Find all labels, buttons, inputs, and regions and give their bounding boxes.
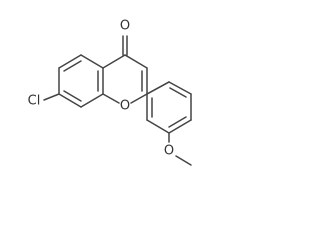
chlorine-label: Cl — [28, 94, 41, 109]
bond-c3p-c4p — [168, 119, 192, 134]
bond-c7-c8-double — [63, 90, 82, 102]
carbonyl-oxygen-label: O — [120, 19, 130, 34]
bond-o1-c8a — [102, 93, 120, 104]
bond-c1p-c2p — [168, 81, 192, 95]
bond-c2-o1 — [130, 93, 148, 104]
methoxyphenyl-ring — [146, 81, 192, 134]
bond-c1p-c2p-double — [169, 87, 187, 98]
bond-c3p-c4p-double — [168, 116, 187, 128]
bond-c4-c3 — [124, 54, 148, 69]
ring-oxygen-label: O — [120, 99, 130, 114]
bond-c6-c5 — [58, 54, 82, 69]
bond-c4a-c4 — [102, 54, 126, 69]
bond-c5-c6-double — [63, 60, 82, 72]
bond-c8a-c8 — [80, 93, 104, 108]
structure-diagram: Cl O O — [28, 19, 192, 166]
methoxy-oxygen-label: O — [164, 144, 174, 159]
bond-c6p-c1p — [146, 81, 170, 95]
benzo-ring — [58, 54, 104, 108]
bond-c7-cl — [43, 93, 60, 101]
bond-c8-c7 — [58, 93, 82, 108]
bond-c4p-c5p — [146, 119, 170, 134]
structure-canvas: Cl O O — [27, 18, 192, 166]
bond-c5-c4a — [80, 54, 104, 69]
pyranone-ring — [102, 54, 148, 104]
bond-omethoxy-ch3 — [175, 155, 192, 166]
